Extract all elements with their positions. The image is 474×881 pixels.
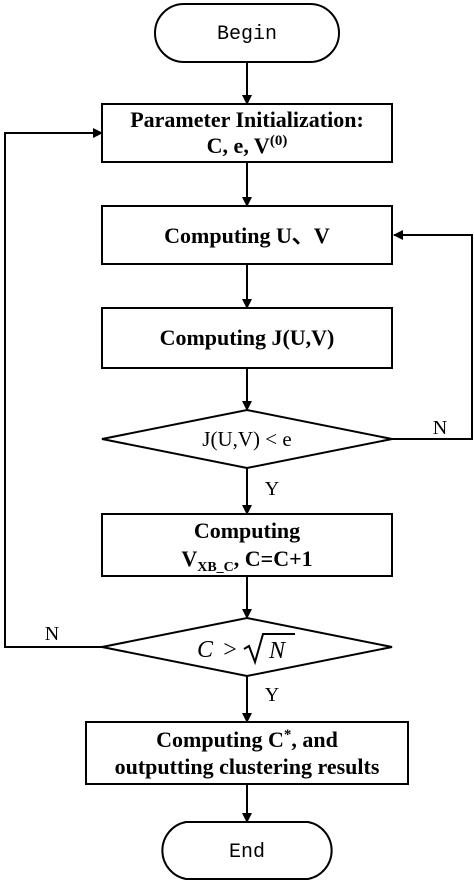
compute-uv-process: Computing U、V	[101, 205, 393, 265]
init-label-line1: Parameter Initialization:	[130, 107, 364, 132]
compute-uv-label: Computing U、V	[164, 223, 330, 248]
final-label-line2: outputting clustering results	[115, 754, 380, 779]
decision-c-no-label: N	[45, 623, 59, 645]
decision-c-op: >	[223, 637, 237, 663]
compute-vxb-process: Computing VXB_C, C=C+1	[101, 513, 393, 577]
arrow-decision-j-no-loop	[392, 230, 473, 440]
arrow-decision-c-no-loop	[4, 128, 103, 648]
decision-j-label: J(U,V) < e	[202, 427, 291, 451]
init-process: Parameter Initialization: C, e, V(0)	[101, 103, 393, 163]
begin-terminal: Begin	[154, 3, 340, 63]
final-process: Computing C*, and outputting clustering …	[85, 721, 409, 785]
begin-label: Begin	[217, 23, 277, 46]
decision-c-yes-label: Y	[265, 684, 279, 706]
decision-c-lhs: C	[197, 637, 214, 663]
end-label: End	[229, 841, 265, 864]
compute-vxb-label-line2: VXB_C, C=C+1	[181, 546, 312, 575]
init-label-line2: C, e, V(0)	[207, 133, 288, 158]
sqrt-symbol	[243, 633, 295, 666]
compute-vxb-label-line1: Computing	[194, 518, 300, 543]
decision-j-no-label: N	[433, 417, 447, 439]
decision-c-rhs: N	[268, 638, 287, 664]
decision-j: J(U,V) < e	[101, 408, 393, 470]
decision-j-yes-label: Y	[265, 478, 279, 500]
compute-j-label: Computing J(U,V)	[160, 325, 335, 350]
final-label-line1: Computing C*, and	[156, 727, 338, 752]
end-terminal: End	[161, 821, 333, 880]
decision-c: C > N	[101, 616, 393, 678]
compute-j-process: Computing J(U,V)	[101, 307, 393, 369]
